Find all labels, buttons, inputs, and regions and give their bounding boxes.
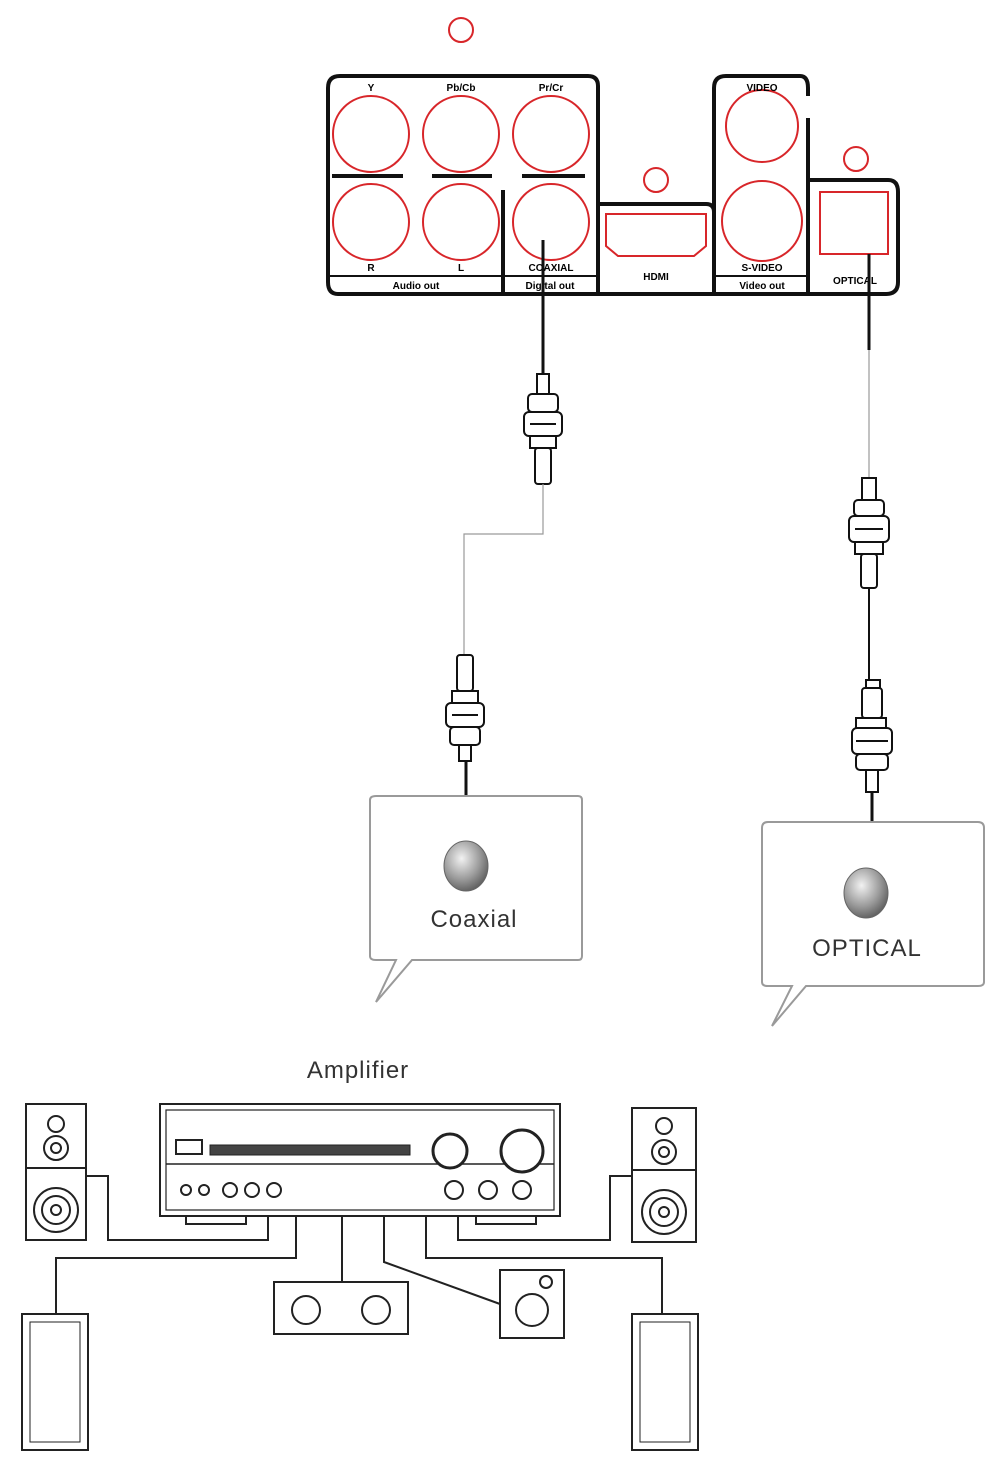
l-label: L (458, 263, 464, 274)
pr-jack (512, 95, 590, 173)
svideo-label: S-VIDEO (741, 263, 782, 274)
front-button (180, 1184, 192, 1196)
optical-plug-top (848, 477, 890, 589)
optical-panel-label: OPTICAL (833, 276, 877, 287)
digital-out-label: Digital out (526, 281, 576, 292)
coaxial-callout-text: Coaxial (430, 906, 517, 933)
mount-hole (843, 146, 869, 172)
speaker-wires (55, 1175, 663, 1314)
selector-knob (499, 1128, 545, 1174)
panel-outline (326, 74, 900, 296)
optical-callout: OPTICAL (761, 821, 985, 1027)
r-label: R (367, 263, 375, 274)
power-switch (175, 1139, 203, 1155)
y-label: Y (368, 83, 375, 94)
coaxial-callout: Coaxial (369, 795, 583, 1003)
front-right-speaker (631, 1107, 697, 1243)
front-button (266, 1182, 282, 1198)
front-left-speaker (25, 1103, 87, 1241)
video-label: VIDEO (746, 83, 777, 94)
rear-right-speaker (631, 1313, 699, 1451)
subwoofer (499, 1269, 565, 1339)
front-button (244, 1182, 260, 1198)
volume-knob (431, 1132, 469, 1170)
display-window (209, 1144, 411, 1156)
optical-plug-tip (843, 867, 889, 919)
front-button (478, 1180, 498, 1200)
y-jack (332, 95, 410, 173)
coaxial-jack (512, 183, 590, 261)
video-out-label: Video out (739, 281, 785, 292)
amplifier-title: Amplifier (307, 1057, 409, 1084)
r-audio-jack (332, 183, 410, 261)
center-speaker (273, 1281, 409, 1335)
rear-left-speaker (21, 1313, 89, 1451)
mount-hole (643, 167, 669, 193)
coaxial-plug-tip (443, 840, 489, 892)
pr-label: Pr/Cr (539, 83, 564, 94)
optical-cable (848, 254, 893, 870)
optical-port (819, 191, 889, 255)
hdmi-port (605, 213, 707, 257)
front-button (444, 1180, 464, 1200)
rear-panel: Y Pb/Cb Pr/Cr R L COAXIAL Audio out Digi… (326, 17, 900, 296)
hdmi-label: HDMI (643, 272, 669, 283)
pb-jack (422, 95, 500, 173)
video-jack (725, 89, 799, 163)
coaxial-cable (445, 240, 563, 845)
front-button (512, 1180, 532, 1200)
front-button (222, 1182, 238, 1198)
coaxial-label: COAXIAL (529, 263, 574, 274)
svideo-jack (721, 180, 803, 262)
optical-plug-bottom (851, 679, 893, 793)
amplifier (159, 1103, 561, 1225)
front-button (198, 1184, 210, 1196)
coaxial-plug-top (523, 373, 563, 485)
pb-label: Pb/Cb (447, 83, 476, 94)
l-audio-jack (422, 183, 500, 261)
audio-out-label: Audio out (393, 281, 440, 292)
optical-callout-text: OPTICAL (812, 935, 922, 962)
mount-hole (448, 17, 474, 43)
coaxial-plug-bottom (445, 654, 485, 762)
